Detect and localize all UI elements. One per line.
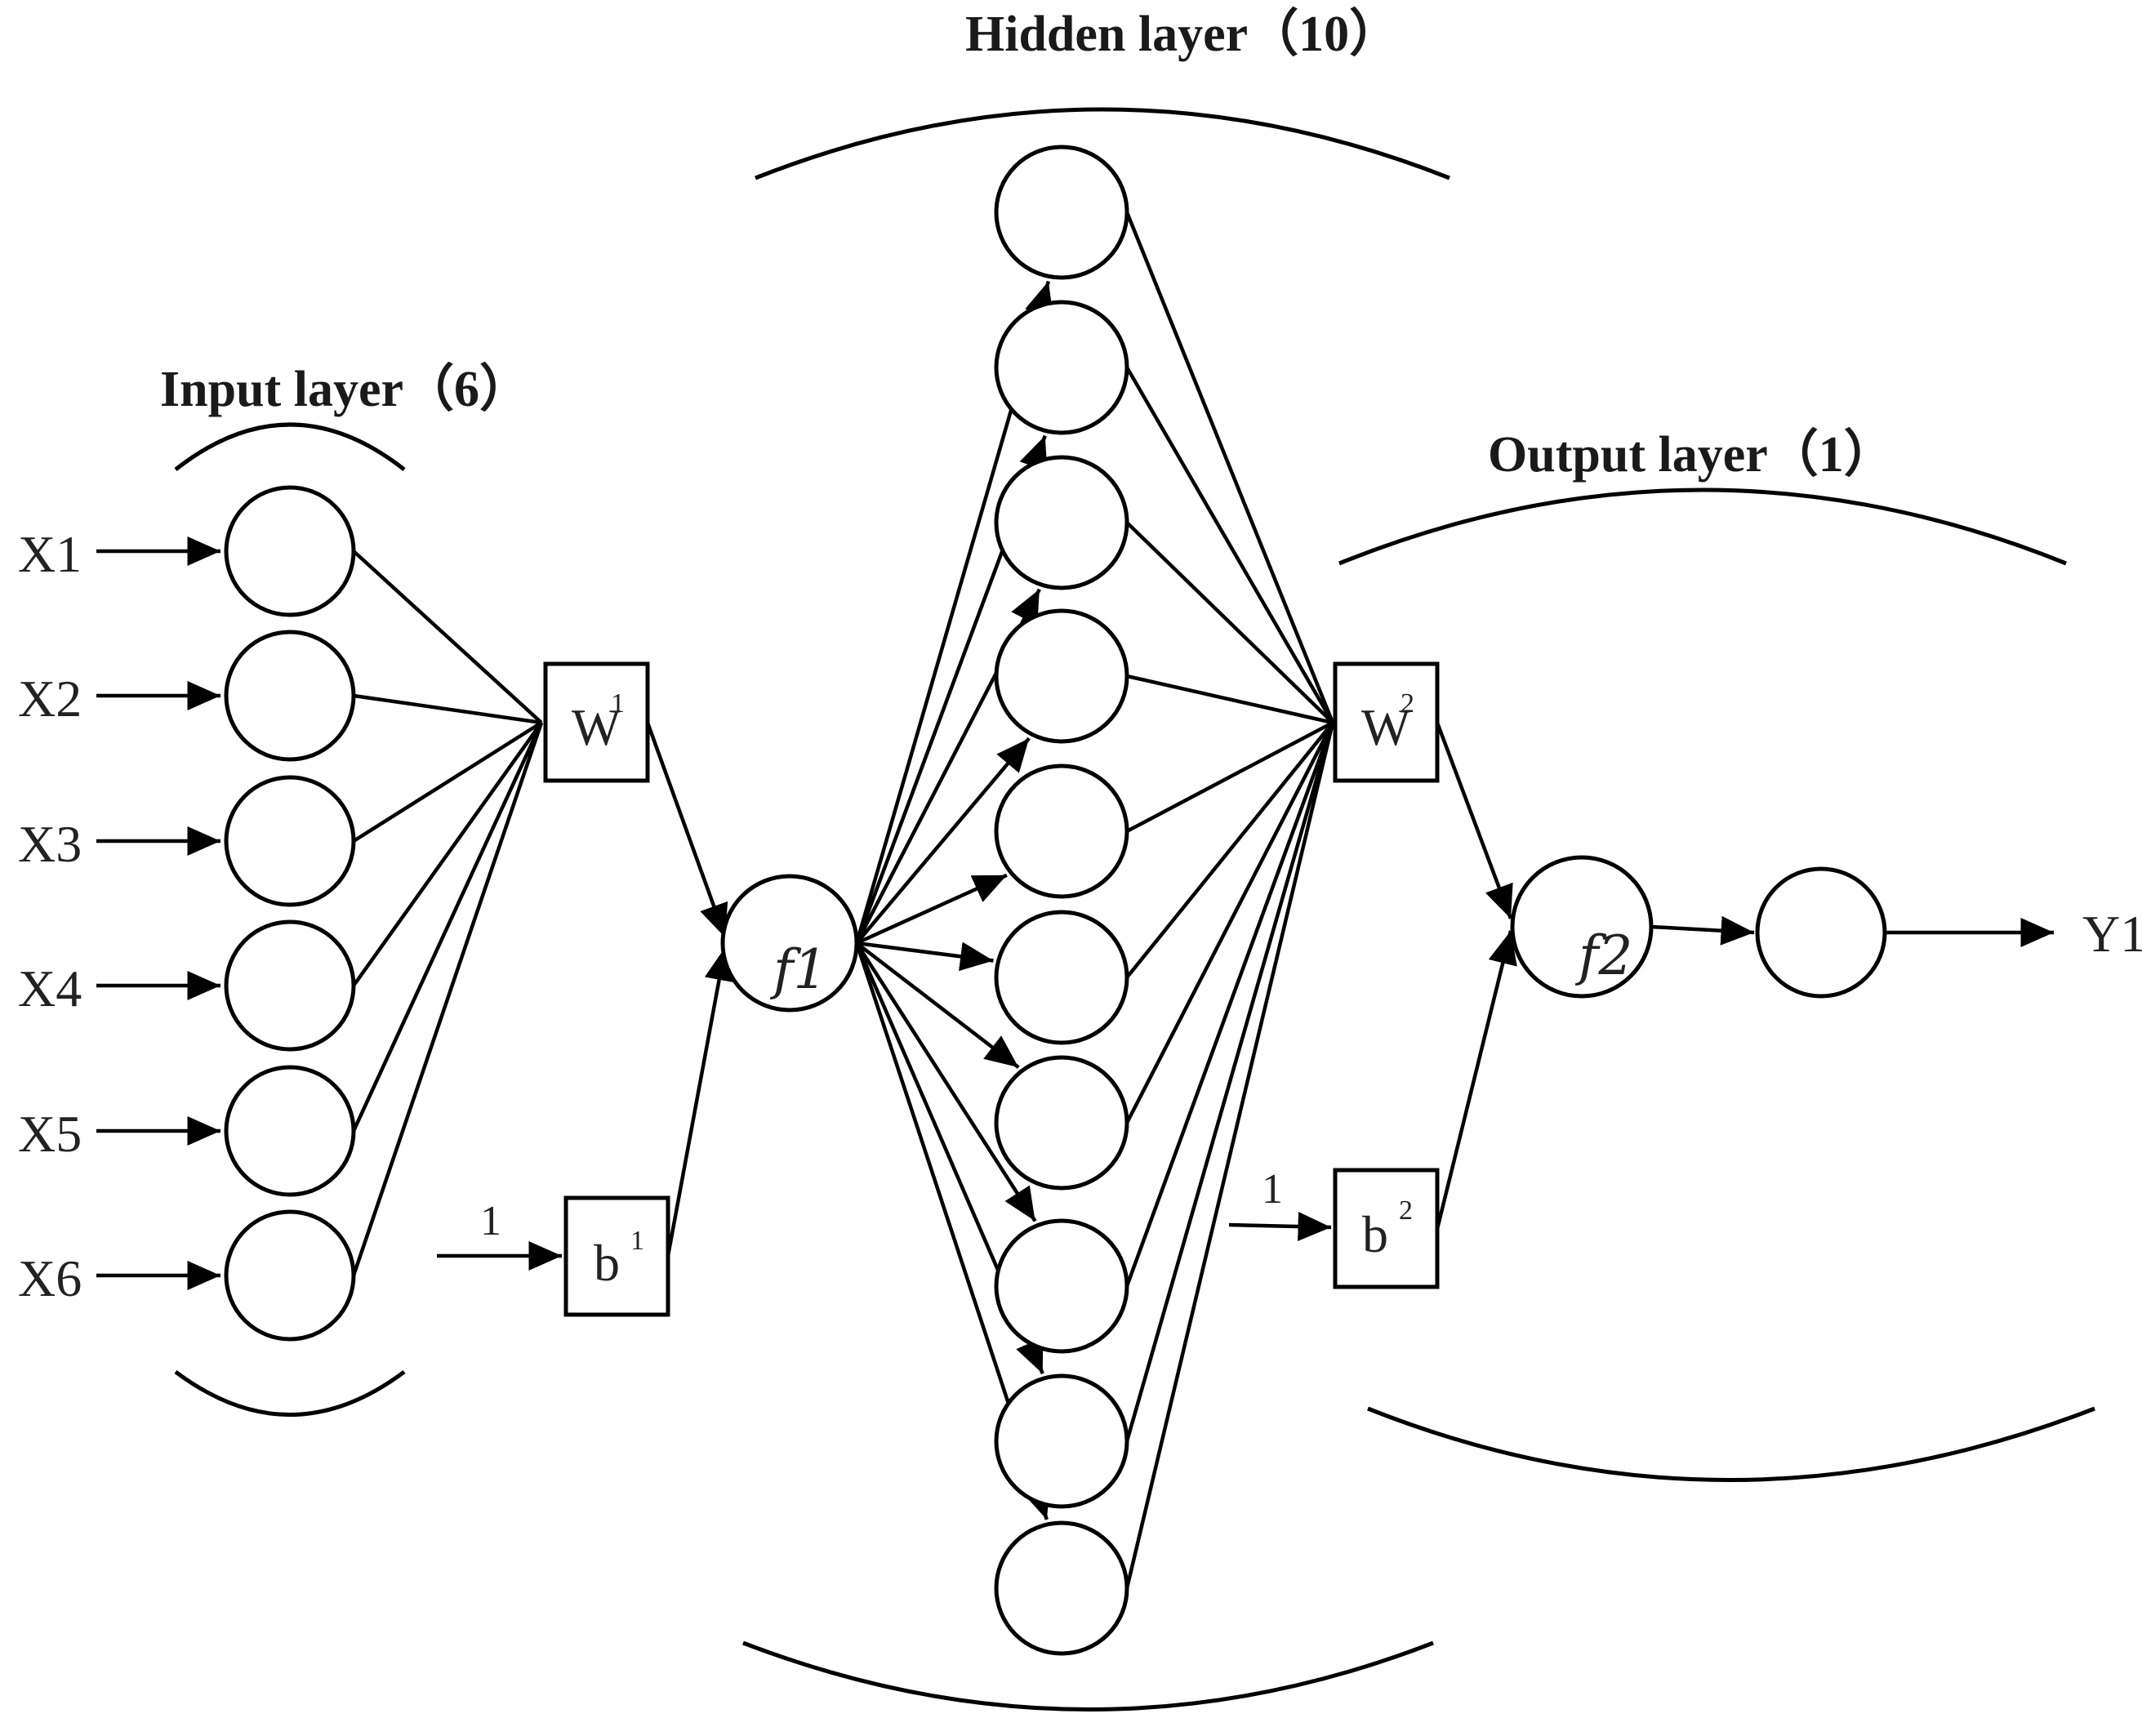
hidden-node [994,608,1129,744]
input-label-x5: X5 [18,1105,82,1163]
hidden-to-w2-line [1124,721,1335,1124]
b2-base: b [1362,1205,1388,1263]
f1-to-hidden-arrow [856,941,994,972]
hidden-to-w2-line [1125,721,1334,833]
hidden-node [994,1373,1129,1509]
hidden-node [994,455,1129,590]
input-to-w1-line [352,550,543,724]
activation-node-f2: f2 [1510,855,1654,999]
f1-to-hidden-arrow [855,941,1020,1069]
w1-to-f1-arrow [645,722,728,938]
hidden-to-w2-line [1125,721,1334,979]
input-node [224,1065,356,1197]
b2-input-arrow [1228,1212,1332,1242]
hidden-node [994,1055,1129,1191]
f1-to-hidden-arrow [856,873,1008,946]
hidden-layer-bottom-arc [742,1640,1434,1712]
hidden-layer-title: Hidden layer（10） [965,5,1400,62]
f1-to-hidden-arrow [855,737,1031,945]
input-label-x1: X1 [18,525,82,583]
hidden-layer-top-arc [755,107,1450,180]
output-label-y1: Y1 [2082,905,2142,963]
w1-sup: 1 [611,688,625,719]
input-layer-nodes [224,485,356,1342]
input-node [224,630,356,762]
hidden-node [994,1520,1129,1656]
input-layer-bottom-arc [174,1369,406,1417]
input-label-x2: X2 [18,670,82,728]
input-node [224,485,356,617]
weight-box-w1: W 1 [543,661,650,783]
hidden-to-w2-line [1124,722,1335,1287]
input-label-x4: X4 [18,959,82,1017]
activation-node-f1: f1 [720,874,859,1013]
hidden-node [994,910,1129,1045]
hidden-to-w2-line [1124,722,1335,1442]
hidden-layer-nodes [994,145,1129,1656]
input-node [224,775,356,907]
input-to-w1-line [352,721,543,987]
f2-label: f2 [1574,924,1632,987]
input-to-w1-line [351,722,544,1276]
hidden-node [994,300,1129,435]
hidden-to-w2-line [1124,211,1335,723]
b2-sup: 2 [1399,1195,1413,1226]
hidden-node [994,145,1129,280]
b1-sup: 1 [630,1226,644,1256]
b1-to-f1-arrow [666,946,734,1257]
weight-box-w2: W 2 [1333,661,1440,783]
w1-base: W [572,698,621,756]
b1-input-label: 1 [480,1198,501,1244]
output-layer-title: Output layer（1） [1488,425,1895,483]
hidden-to-w2-line [1124,722,1335,1589]
f1-label: f1 [769,938,827,1001]
bias-box-b1: b 1 [563,1195,670,1317]
hidden-node [994,763,1129,899]
output-layer-bottom-arc [1367,1406,2095,1482]
hidden-node [994,1218,1129,1354]
hidden-to-w2-line [1125,521,1334,724]
bias-box-b2: b 2 [1333,1168,1440,1289]
output-layer-top-arc [1338,487,2067,566]
input-to-w1-line [353,693,542,725]
b1-base: b [594,1234,620,1292]
f1-to-hidden-arrow [855,941,1037,1222]
b2-to-f2-arrow [1435,930,1517,1230]
w2-sup: 2 [1401,688,1414,719]
hidden-to-w2-line [1126,674,1334,725]
input-to-w1-line [351,722,544,1132]
w2-to-f2-arrow [1435,722,1513,919]
output-node [1755,866,1887,999]
hidden-to-w2-line [1125,366,1334,724]
w2-base: W [1361,698,1411,756]
input-label-x6: X6 [18,1249,82,1307]
input-to-w1-line [352,721,543,843]
f2-to-output-arrow [1650,915,1755,946]
input-label-x3: X3 [18,815,82,873]
input-layer-top-arc [174,422,406,471]
input-layer-title: Input layer（6） [160,360,530,417]
connection-lines [96,211,2054,1589]
b2-input-label: 1 [1262,1166,1283,1213]
input-node [224,919,356,1052]
input-node [224,1209,356,1342]
